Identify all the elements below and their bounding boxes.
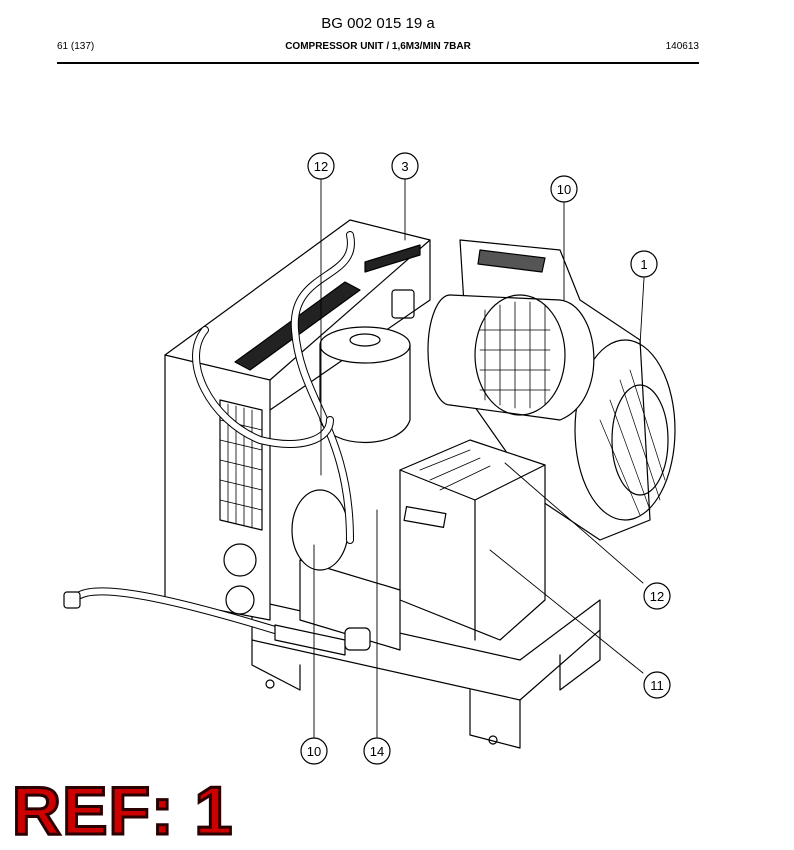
- svg-text:3: 3: [401, 159, 408, 174]
- compressor-block: [299, 439, 546, 651]
- svg-text:12: 12: [650, 589, 664, 604]
- callout-10-bottom: 10: [300, 737, 328, 765]
- hoses: [63, 231, 371, 656]
- svg-text:10: 10: [307, 744, 321, 759]
- svg-text:11: 11: [650, 678, 664, 693]
- cooler-housing: [164, 219, 431, 621]
- base-frame: [251, 599, 601, 749]
- callout-11: 11: [643, 671, 671, 699]
- callout-14: 14: [363, 737, 391, 765]
- leader-lines: [313, 178, 645, 738]
- header-rule: [57, 62, 699, 64]
- svg-text:10: 10: [557, 182, 571, 197]
- svg-text:12: 12: [314, 159, 328, 174]
- air-filter: [427, 294, 595, 421]
- reference-label: REF: 1: [10, 772, 234, 850]
- svg-text:1: 1: [640, 257, 647, 272]
- callout-12-top: 12: [307, 152, 335, 180]
- date-code: 140613: [665, 41, 699, 52]
- document-title: COMPRESSOR UNIT / 1,6M3/MIN 7BAR: [285, 41, 471, 52]
- document-number: BG 002 015 19 a: [321, 15, 435, 32]
- svg-text:14: 14: [370, 744, 384, 759]
- callout-10-top: 10: [550, 175, 578, 203]
- receiver-tank: [291, 489, 349, 571]
- page-number: 61 (137): [57, 41, 95, 52]
- callout-12-right: 12: [643, 582, 671, 610]
- callout-3: 3: [391, 152, 419, 180]
- callout-1: 1: [630, 250, 658, 278]
